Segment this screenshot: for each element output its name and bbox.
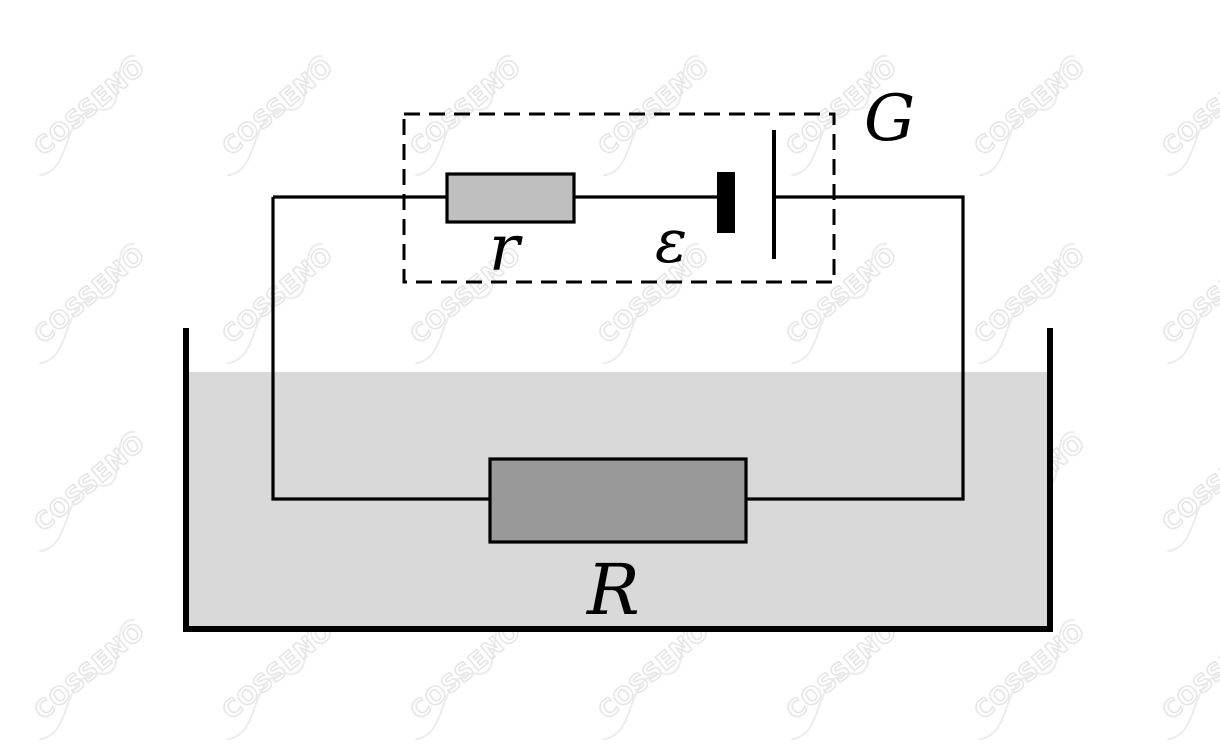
watermark-text: COSSENO <box>781 241 903 349</box>
watermark-flourish <box>791 242 887 365</box>
watermark-logo: COSSENO <box>1156 428 1220 553</box>
watermark-flourish <box>39 618 135 741</box>
watermark-flourish <box>39 242 135 365</box>
watermark-flourish <box>1167 242 1220 365</box>
watermark-text: COSSENO <box>29 53 151 161</box>
watermark-logo: COSSENO <box>1156 616 1220 741</box>
circuit-wires <box>271 195 965 501</box>
watermark-logo: COSSENO <box>28 240 151 365</box>
watermark-flourish <box>227 618 323 741</box>
internal-resistance-label: r <box>489 212 523 286</box>
watermark-flourish <box>979 618 1075 741</box>
generator-label: G <box>864 82 915 156</box>
watermark-flourish <box>227 54 323 177</box>
watermark-logo: COSSENO <box>1156 240 1220 365</box>
watermark-text: COSSENO <box>1157 53 1220 161</box>
watermark-text: COSSENO <box>593 241 715 349</box>
watermark-text: COSSENO <box>29 617 151 725</box>
watermark-text: COSSENO <box>1157 241 1220 349</box>
watermark-logo: COSSENO <box>216 240 339 365</box>
watermark-logo: COSSENO <box>968 240 1091 365</box>
watermark-logo: COSSENO <box>28 616 151 741</box>
watermark-logo: COSSENO <box>216 52 339 177</box>
watermark-text: COSSENO <box>593 53 715 161</box>
watermark-flourish <box>415 242 511 365</box>
watermark-flourish <box>39 54 135 177</box>
watermark-flourish <box>791 618 887 741</box>
watermark-text: COSSENO <box>405 617 527 725</box>
watermark-text: COSSENO <box>1157 429 1220 537</box>
watermark-logo: COSSENO <box>592 616 715 741</box>
watermark-flourish <box>1167 430 1220 553</box>
watermark-text: COSSENO <box>781 617 903 725</box>
watermark-logo: COSSENO <box>968 52 1091 177</box>
watermark-text: COSSENO <box>29 429 151 537</box>
watermark-logo: COSSENO <box>592 240 715 365</box>
container <box>183 328 1053 632</box>
watermark-flourish <box>1167 54 1220 177</box>
watermark-logo: COSSENO <box>780 616 903 741</box>
watermark-flourish <box>603 242 699 365</box>
watermark-text: COSSENO <box>969 53 1091 161</box>
watermark-logo: COSSENO <box>28 428 151 553</box>
watermark-text: COSSENO <box>217 241 339 349</box>
wire-right <box>746 195 965 501</box>
watermark-text: COSSENO <box>1157 617 1220 725</box>
watermark-logo: COSSENO <box>968 616 1091 741</box>
watermark-flourish <box>415 618 511 741</box>
watermark-logo: COSSENO <box>592 52 715 177</box>
watermark-text: COSSENO <box>593 617 715 725</box>
watermark-logo: COSSENO <box>404 616 527 741</box>
watermark-logo: COSSENO <box>1156 52 1220 177</box>
watermark-logo: COSSENO <box>28 52 151 177</box>
watermark-flourish <box>39 430 135 553</box>
emf-label: ε <box>655 207 687 277</box>
internal-resistor <box>445 172 576 224</box>
generator-box <box>402 112 836 284</box>
watermark-text: COSSENO <box>405 53 527 161</box>
watermark-flourish <box>979 54 1075 177</box>
watermark-text: COSSENO <box>29 241 151 349</box>
watermark-flourish <box>791 54 887 177</box>
watermark-text: COSSENO <box>969 241 1091 349</box>
external-resistance-label: R <box>585 549 640 631</box>
watermark-flourish <box>415 54 511 177</box>
watermark-flourish <box>227 242 323 365</box>
watermark-flourish <box>603 618 699 741</box>
watermark-flourish <box>603 54 699 177</box>
battery-negative-plate <box>717 172 735 233</box>
watermark-logo: COSSENO <box>404 52 527 177</box>
external-resistor <box>488 457 748 544</box>
wire-left <box>271 197 490 501</box>
watermark-text: COSSENO <box>969 617 1091 725</box>
watermark-text: COSSENO <box>217 53 339 161</box>
watermark-text: COSSENO <box>217 617 339 725</box>
watermark-logo: COSSENO <box>780 240 903 365</box>
watermark-flourish <box>1167 618 1220 741</box>
watermark-flourish <box>979 242 1075 365</box>
watermark-logo: COSSENO <box>216 616 339 741</box>
